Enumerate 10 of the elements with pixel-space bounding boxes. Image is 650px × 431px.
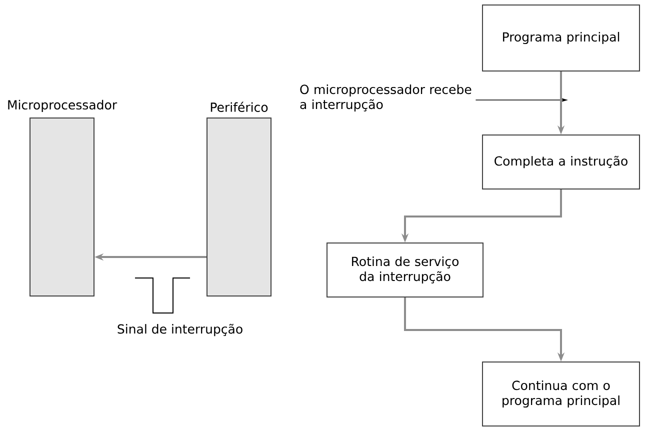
process-box: Programa principal — [482, 4, 640, 72]
process-box: Completa a instrução — [482, 134, 640, 190]
node-label: Microprocessador — [8, 100, 118, 112]
device-block: Periférico — [206, 102, 272, 296]
node-label: Periférico — [210, 102, 268, 112]
device-block: Microprocessador — [8, 100, 118, 296]
annotation-text: O microprocessador recebe a interrupção — [300, 84, 472, 112]
signal-label: Sinal de interrupção — [118, 324, 242, 336]
process-box: Continua com o programa principal — [482, 362, 640, 426]
process-box: Rotina de serviço da interrupção — [326, 242, 484, 298]
